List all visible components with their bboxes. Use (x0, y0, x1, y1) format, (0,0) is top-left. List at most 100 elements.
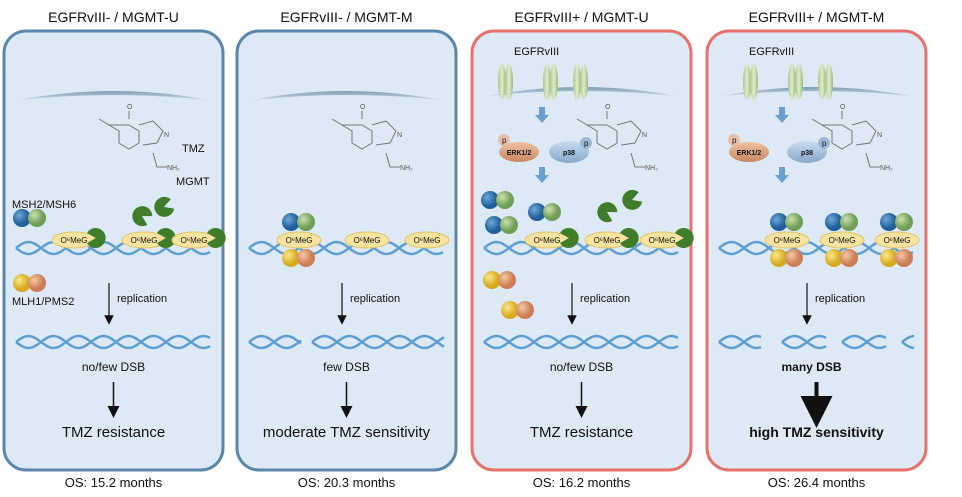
o6meg-adduct (874, 231, 920, 249)
msh2-msh6-complex-a (825, 213, 843, 231)
phospho-label: p (822, 139, 827, 148)
tmz-molecule-icon (576, 111, 645, 168)
phospho-label: p (584, 139, 589, 148)
msh2-msh6-complex-a (485, 216, 503, 234)
tmz-atom-o: O (840, 104, 846, 111)
tmz-molecule-icon (811, 111, 880, 168)
mgmt-protein-icon (675, 227, 694, 248)
egfrviii-receptor-icon (580, 64, 588, 100)
cell-membrane (19, 91, 208, 100)
mgmt-protein-icon (622, 189, 643, 210)
mlh1-pms2-complex-a (880, 249, 898, 267)
mlh1-pms2-complex-b (895, 249, 913, 267)
mlh1-pms2-complex-a (501, 301, 519, 319)
msh2-msh6-complex-b (543, 203, 561, 221)
panel-1: EGFRvIII- / MGMT-UONNH₂TMZMGMTMSH2/MSH6M… (2, 9, 226, 490)
tmz-atom-n: N (877, 132, 882, 139)
replication-label: replication (117, 293, 167, 305)
msh2-msh6-complex-a (528, 203, 546, 221)
tmz-atom-nh2: NH₂ (167, 165, 180, 172)
egfrviii-receptor-icon (543, 64, 551, 100)
cell-membrane (252, 91, 441, 100)
erk-protein (729, 142, 769, 162)
replicated-dna (483, 334, 679, 350)
replicated-dna (248, 334, 302, 350)
msh2-msh6-complex-a (481, 191, 499, 209)
mgmt-protein-icon (157, 228, 176, 248)
mgmt-protein-icon (87, 228, 106, 248)
o6meg-adduct (819, 231, 865, 249)
mgmt-protein-icon (154, 196, 175, 217)
dsb-label: no/few DSB (82, 360, 145, 374)
phospho-icon (498, 134, 510, 146)
msh2-msh6-complex-a (770, 213, 788, 231)
p38-protein (787, 141, 827, 163)
signal-arrow-icon (535, 167, 549, 183)
signal-arrow-icon (775, 167, 789, 183)
egfrviii-receptor-icon (550, 64, 558, 100)
msh2-msh6-complex-b (500, 216, 518, 234)
outcome-label: moderate TMZ sensitivity (263, 424, 431, 441)
phospho-label: p (732, 136, 737, 145)
dsb-label: few DSB (323, 360, 370, 374)
o6meg-label: O⁶MeG (181, 236, 208, 245)
erk-protein (499, 142, 539, 162)
overall-survival-label: OS: 16.2 months (533, 475, 631, 490)
phospho-icon (818, 137, 830, 149)
mlh1-pms2-complex-a (770, 249, 788, 267)
mlh1-pms2-complex-a (13, 274, 31, 292)
egfrviii-receptor-icon (505, 64, 513, 100)
tmz-atom-n: N (642, 132, 647, 139)
erk-label: ERK1/2 (507, 150, 532, 157)
egfrviii-label: EGFRvIII (514, 46, 559, 58)
mlh1-pms2-complex-b (840, 249, 858, 267)
replicated-dna (483, 334, 679, 350)
tmz-atom-nh2: NH₂ (400, 165, 413, 172)
panel-title: EGFRvIII- / MGMT-M (280, 9, 412, 25)
o6meg-label: O⁶MeG (354, 236, 381, 245)
replicated-dna (781, 334, 827, 350)
o6meg-label: O⁶MeG (131, 236, 158, 245)
mlh1-pms2-complex-b (498, 271, 516, 289)
msh2-msh6-complex-b (785, 213, 803, 231)
msh2-msh6-complex-b (28, 209, 46, 227)
panel-title: EGFRvIII- / MGMT-U (48, 9, 179, 25)
tmz-atom-o: O (605, 104, 611, 111)
tmz-atom-n: N (397, 132, 402, 139)
egfrviii-receptor-icon (573, 64, 581, 100)
replicated-dna (15, 334, 211, 350)
o6meg-label: O⁶MeG (774, 236, 801, 245)
egfrviii-receptor-icon (498, 64, 506, 100)
o6meg-label: O⁶MeG (649, 236, 676, 245)
mlh1-pms2-complex-b (28, 274, 46, 292)
egfrviii-receptor-icon (743, 64, 751, 100)
mgmt-protein-icon (620, 227, 639, 248)
signal-arrow-icon (535, 107, 549, 123)
overall-survival-label: OS: 26.4 months (768, 475, 866, 490)
replicated-dna (781, 334, 827, 350)
mgmt-protein-icon (132, 206, 153, 227)
egfrviii-label: EGFRvIII (749, 46, 794, 58)
msh2-msh6-complex-b (895, 213, 913, 231)
p38-protein (549, 141, 589, 163)
tmz-atom-nh2: NH₂ (645, 165, 658, 172)
overall-survival-label: OS: 20.3 months (298, 475, 396, 490)
o6meg-adduct (764, 231, 810, 249)
msh2-msh6-complex-a (880, 213, 898, 231)
o6meg-label: O⁶MeG (61, 236, 88, 245)
mgmt-protein-icon (560, 227, 579, 248)
mlh1-pms2-complex-a (282, 249, 300, 267)
mlh1-pms2-complex-b (297, 249, 315, 267)
mgmt-protein-icon (207, 228, 226, 248)
msh2-msh6-complex-b (840, 213, 858, 231)
signal-arrow-icon (775, 107, 789, 123)
mlh1-pms2-complex-a (483, 271, 501, 289)
mlh1-pms2-complex-b (785, 249, 803, 267)
dna-helix (718, 240, 914, 256)
msh-label: MSH2/MSH6 (12, 199, 76, 211)
o6meg-adduct (276, 231, 322, 249)
replicated-dna (718, 334, 762, 350)
mgmt-label: MGMT (176, 176, 210, 188)
